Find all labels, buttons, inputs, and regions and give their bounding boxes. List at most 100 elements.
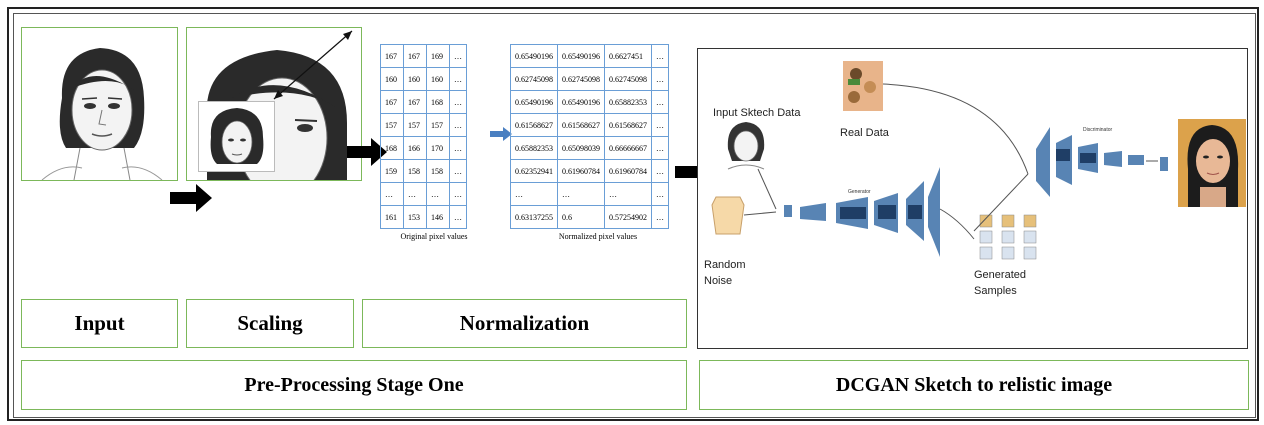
table-cell: …: [651, 136, 669, 160]
original-table-caption: Original pixel values: [400, 232, 468, 241]
random-noise-label-2: Noise: [704, 275, 733, 287]
table-cell: 0.62745098: [557, 67, 605, 91]
generator-label: Generator: [848, 189, 871, 195]
table-cell: …: [449, 159, 467, 183]
input-sketch-icon: [727, 122, 765, 170]
real-data-label: Real Data: [840, 127, 889, 139]
normalized-table-caption: Normalized pixel values: [558, 232, 638, 241]
table-cell: 161: [380, 205, 404, 229]
arrow-right-icon: [170, 184, 212, 212]
table-cell: …: [651, 205, 669, 229]
table-cell: …: [651, 44, 669, 68]
table-cell: 157: [426, 113, 450, 137]
input-sketch-label: Input Sktech Data: [713, 107, 801, 119]
table-cell: 0.62745098: [604, 67, 652, 91]
generated-samples-label-2: Samples: [974, 285, 1017, 297]
table-cell: 0.61568627: [557, 113, 605, 137]
table-cell: 168: [380, 136, 404, 160]
table-cell: 167: [380, 90, 404, 114]
table-cell: 158: [403, 159, 427, 183]
table-cell: …: [651, 182, 669, 206]
table-cell: …: [651, 159, 669, 183]
inner-frame: [13, 13, 1256, 418]
scale-arrow: [273, 30, 353, 100]
generated-samples-label-1: Generated: [974, 269, 1026, 281]
dcgan-architecture: [711, 61, 1246, 260]
table-cell: 0.65490196: [557, 44, 605, 68]
discriminator-label: Discriminator: [1083, 127, 1113, 133]
table-cell: 160: [426, 67, 450, 91]
table-cell: 0.65098039: [557, 136, 605, 160]
dcgan-diagram-box: Input Sktech Data Real Data Random Noise…: [697, 48, 1248, 349]
table-cell: …: [449, 67, 467, 91]
table-cell: …: [426, 182, 450, 206]
table-cell: …: [651, 113, 669, 137]
table-cell: …: [651, 90, 669, 114]
table-cell: 153: [403, 205, 427, 229]
table-cell: …: [557, 182, 605, 206]
table-cell: 0.61960784: [604, 159, 652, 183]
arrow-right-icon: [347, 138, 387, 166]
arrow-right-blue-icon: [490, 127, 512, 141]
table-cell: …: [449, 205, 467, 229]
table-cell: 166: [403, 136, 427, 160]
table-cell: …: [449, 113, 467, 137]
table-cell: 158: [426, 159, 450, 183]
table-cell: …: [449, 44, 467, 68]
table-cell: 0.6: [557, 205, 605, 229]
table-cell: …: [449, 136, 467, 160]
small-sketch-inset: [198, 101, 275, 172]
table-cell: 0.65490196: [557, 90, 605, 114]
table-cell: 146: [426, 205, 450, 229]
table-cell: …: [651, 67, 669, 91]
table-cell: 0.65490196: [510, 90, 558, 114]
table-cell: 0.61568627: [510, 113, 558, 137]
table-cell: …: [604, 182, 652, 206]
sketch-face-input: [41, 48, 163, 181]
table-cell: 157: [403, 113, 427, 137]
table-cell: 167: [380, 44, 404, 68]
table-cell: …: [510, 182, 558, 206]
table-cell: 167: [403, 90, 427, 114]
table-cell: 0.65882353: [510, 136, 558, 160]
dcgan-stage-box: DCGAN Sketch to relistic image: [699, 360, 1249, 410]
table-cell: 0.66666667: [604, 136, 652, 160]
table-cell: 167: [403, 44, 427, 68]
table-row: …………: [510, 182, 669, 206]
normalization-label-box: Normalization: [362, 299, 687, 348]
table-cell: 170: [426, 136, 450, 160]
input-image-box: [21, 27, 178, 181]
table-cell: …: [403, 182, 427, 206]
table-cell: 0.62352941: [510, 159, 558, 183]
table-cell: 160: [403, 67, 427, 91]
table-row: …………: [380, 182, 467, 206]
table-cell: 0.65882353: [604, 90, 652, 114]
table-cell: …: [380, 182, 404, 206]
table-cell: 0.63137255: [510, 205, 558, 229]
table-cell: 159: [380, 159, 404, 183]
table-cell: …: [449, 90, 467, 114]
random-noise-label-1: Random: [704, 259, 746, 271]
table-cell: 0.61568627: [604, 113, 652, 137]
outer-frame: [7, 7, 1259, 421]
table-cell: …: [449, 182, 467, 206]
input-label-box: Input: [21, 299, 178, 348]
scaling-label-box: Scaling: [186, 299, 354, 348]
preprocessing-stage-box: Pre-Processing Stage One: [21, 360, 687, 410]
table-cell: 157: [380, 113, 404, 137]
table-cell: 160: [380, 67, 404, 91]
